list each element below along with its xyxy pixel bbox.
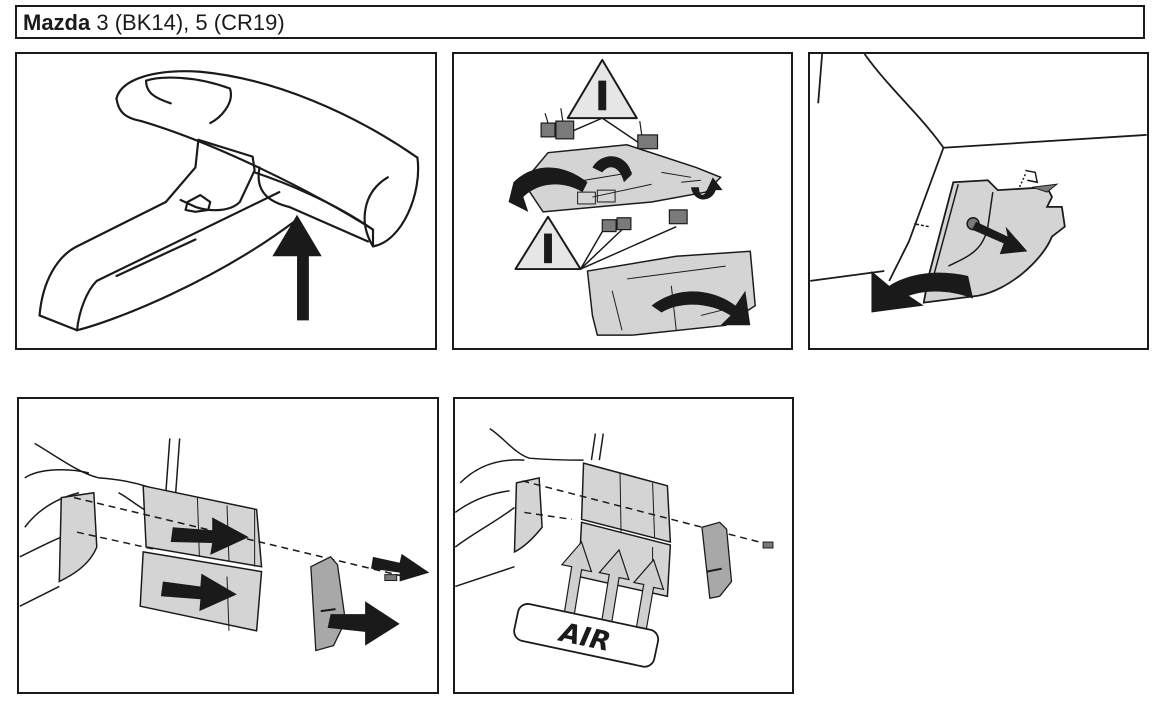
- brand-name: Mazda: [23, 10, 91, 35]
- right-arrow-icon: [371, 553, 430, 582]
- filter-install-drawing: AIR: [455, 427, 774, 668]
- filter-removal-drawing: [19, 438, 430, 652]
- model-list: 3 (BK14), 5 (CR19): [90, 10, 285, 35]
- step-3-illustration: [808, 52, 1149, 350]
- step-5-illustration: AIR: [453, 397, 794, 694]
- up-arrow-icon: [272, 214, 322, 321]
- step-2-illustration: [452, 52, 793, 350]
- air-label-plate: AIR: [513, 603, 660, 668]
- step-1-illustration: [15, 52, 437, 350]
- curved-arrow-icon: [592, 156, 632, 183]
- arrow-icon: [972, 221, 1028, 255]
- exploded-panel-drawing: [508, 58, 756, 336]
- curved-arrow-icon: [871, 271, 974, 313]
- curved-arrow-icon: [691, 177, 723, 200]
- curved-arrow-icon: [651, 290, 751, 326]
- right-arrow-icon: [327, 601, 400, 646]
- cover-removal-drawing: [810, 54, 1147, 313]
- step-4-illustration: [17, 397, 439, 694]
- title-bar: Mazda 3 (BK14), 5 (CR19): [15, 5, 1145, 39]
- curved-arrow-icon: [508, 167, 588, 212]
- right-arrow-icon: [160, 573, 237, 612]
- warning-triangle-icon: [514, 215, 582, 271]
- page-title: Mazda 3 (BK14), 5 (CR19): [23, 11, 285, 35]
- warning-triangle-icon: [566, 58, 638, 120]
- up-arrow-icon: [560, 540, 665, 634]
- right-arrow-icon: [170, 517, 249, 555]
- armrest-drawing: [38, 70, 420, 332]
